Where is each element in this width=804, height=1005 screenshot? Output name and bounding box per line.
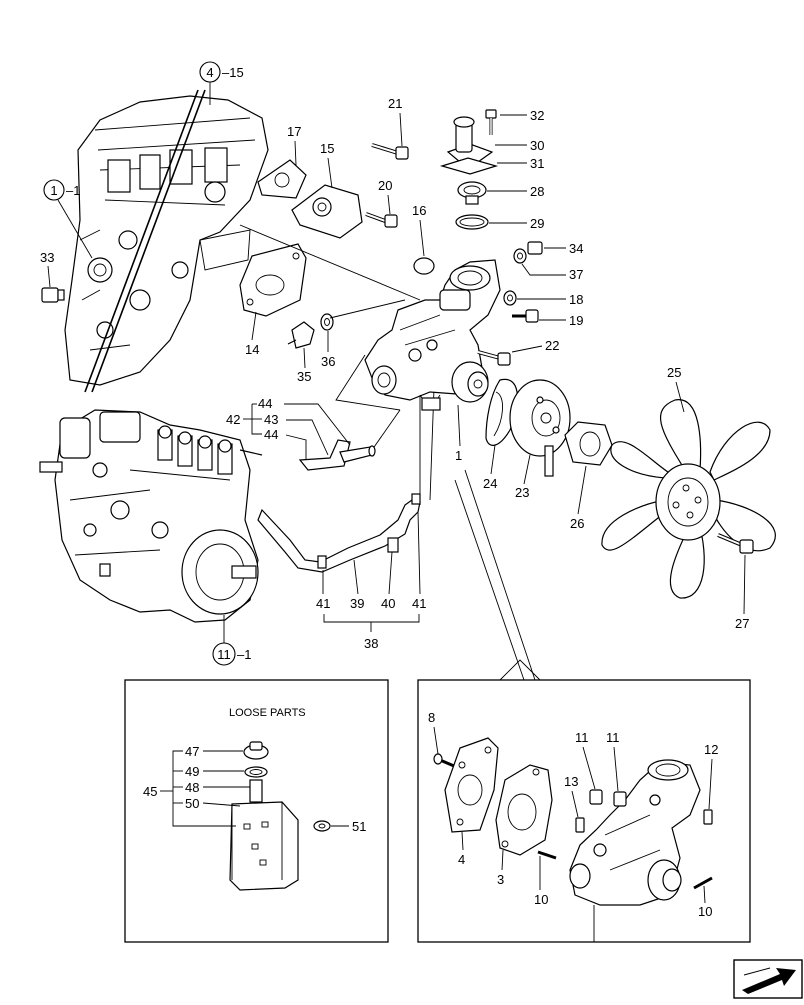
label-45: 45 bbox=[143, 784, 157, 799]
label-34: 34 bbox=[569, 241, 583, 256]
label-32: 32 bbox=[530, 108, 544, 123]
callout-1-1: 1 –1 bbox=[43, 179, 93, 259]
label-12: 12 bbox=[704, 742, 718, 757]
label-26: 26 bbox=[570, 516, 584, 531]
part-25-fan: 25 bbox=[601, 365, 776, 599]
label-38: 38 bbox=[364, 636, 378, 651]
label-36: 36 bbox=[321, 354, 335, 369]
part-22-bolt: 22 bbox=[477, 338, 559, 366]
label-11-right: 11 bbox=[606, 730, 620, 745]
label-10-left: 10 bbox=[534, 892, 548, 907]
callout-11-suffix: –1 bbox=[237, 647, 251, 662]
label-14: 14 bbox=[245, 342, 259, 357]
part-21-bolt: 21 bbox=[371, 96, 409, 160]
label-21: 21 bbox=[388, 96, 402, 111]
label-18: 18 bbox=[569, 292, 583, 307]
label-20: 20 bbox=[378, 178, 392, 193]
next-page-arrow-icon[interactable] bbox=[733, 959, 803, 999]
assembly-guide-lines bbox=[239, 224, 436, 505]
part-37-washer: 37 bbox=[513, 248, 583, 282]
label-30: 30 bbox=[530, 138, 544, 153]
callout-11-number: 11 bbox=[217, 647, 231, 662]
label-49: 49 bbox=[185, 764, 199, 779]
callout-11-1: 11 –1 bbox=[212, 615, 251, 666]
label-19: 19 bbox=[569, 313, 583, 328]
part-16-oring: 16 bbox=[412, 203, 435, 275]
label-33: 33 bbox=[40, 250, 54, 265]
part-33-plug: 33 bbox=[40, 250, 65, 303]
label-1: 1 bbox=[455, 448, 462, 463]
injection-pump bbox=[39, 409, 263, 623]
label-23: 23 bbox=[515, 485, 529, 500]
part-34-plug: 34 bbox=[527, 241, 583, 256]
part-17-gasket: 17 bbox=[257, 124, 307, 199]
label-50: 50 bbox=[185, 796, 199, 811]
label-40: 40 bbox=[381, 596, 395, 611]
part-20-bolt: 20 bbox=[365, 178, 398, 228]
label-8: 8 bbox=[428, 710, 435, 725]
label-31: 31 bbox=[530, 156, 544, 171]
label-42: 42 bbox=[226, 412, 240, 427]
label-37: 37 bbox=[569, 267, 583, 282]
label-48: 48 bbox=[185, 780, 199, 795]
loose-parts-box: LOOSE PARTS 51 47 49 48 50 45 bbox=[124, 679, 389, 943]
label-41-right: 41 bbox=[412, 596, 426, 611]
part-23-pulley: 23 bbox=[509, 379, 571, 500]
label-4: 4 bbox=[458, 852, 465, 867]
callout-1-number: 1 bbox=[50, 183, 57, 198]
label-29: 29 bbox=[530, 216, 544, 231]
label-15: 15 bbox=[320, 141, 334, 156]
label-27: 27 bbox=[735, 616, 749, 631]
part-28-thermostat: 28 bbox=[457, 181, 544, 205]
part-29-oring: 29 bbox=[455, 214, 544, 231]
part-26-spacer: 26 bbox=[564, 421, 613, 531]
part-30-outlet: 30 bbox=[446, 116, 544, 163]
label-51: 51 bbox=[352, 819, 366, 834]
water-pump-assembly bbox=[364, 259, 501, 411]
label-16: 16 bbox=[412, 203, 426, 218]
label-25: 25 bbox=[667, 365, 681, 380]
part-36-washer: 36 bbox=[320, 313, 335, 369]
label-35: 35 bbox=[297, 369, 311, 384]
label-41-left: 41 bbox=[316, 596, 330, 611]
callout-4-15: 4 –15 bbox=[199, 61, 244, 105]
part-27-bolt: 27 bbox=[717, 533, 754, 631]
label-11-left: 11 bbox=[575, 730, 589, 745]
label-44-bottom: 44 bbox=[264, 427, 278, 442]
callout-1-suffix: –1 bbox=[66, 183, 80, 198]
label-13: 13 bbox=[564, 774, 578, 789]
part-15-flange: 15 bbox=[291, 141, 363, 239]
label-22: 22 bbox=[545, 338, 559, 353]
part-35-sensor: 35 bbox=[287, 321, 315, 384]
part-31-gasket: 31 bbox=[439, 156, 544, 175]
label-47: 47 bbox=[185, 744, 199, 759]
label-39: 39 bbox=[350, 596, 364, 611]
engine-block bbox=[64, 89, 269, 393]
hose-group-38: 41 39 40 41 38 bbox=[257, 493, 426, 651]
label-28: 28 bbox=[530, 184, 544, 199]
callout-4-suffix: –15 bbox=[222, 65, 244, 80]
part-18-washer: 18 bbox=[503, 290, 583, 307]
hose-group-42: 44 43 44 42 bbox=[226, 396, 376, 471]
label-24: 24 bbox=[483, 476, 497, 491]
label-44-top: 44 bbox=[258, 396, 272, 411]
pump-detail-box: 8 4 3 11 11 13 12 10 10 bbox=[417, 659, 751, 943]
label-3: 3 bbox=[497, 872, 504, 887]
callout-4-number: 4 bbox=[206, 65, 213, 80]
label-43: 43 bbox=[264, 412, 278, 427]
label-10-right: 10 bbox=[698, 904, 712, 919]
loose-parts-title: LOOSE PARTS bbox=[229, 707, 306, 719]
part-19-bolt: 19 bbox=[512, 309, 583, 328]
part-32-bolt: 32 bbox=[485, 108, 544, 135]
part-14-plate: 14 bbox=[239, 243, 307, 357]
part-24-vbelt: 24 bbox=[483, 378, 518, 491]
label-17: 17 bbox=[287, 124, 301, 139]
